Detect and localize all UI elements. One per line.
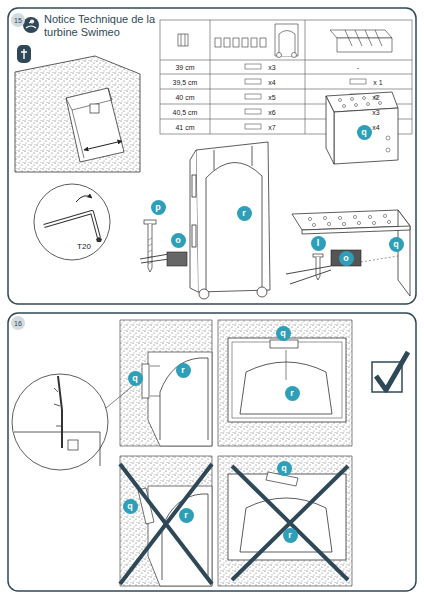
table-cell: x6 — [268, 109, 275, 116]
callout-letter: p — [151, 200, 166, 215]
callout-letter: r — [237, 206, 252, 221]
table-cell: 39,5 cm — [173, 79, 198, 86]
callout-text: r — [290, 389, 294, 398]
callout-letter: q — [357, 125, 372, 140]
callout-text: r — [184, 511, 188, 520]
callout-letter: o — [339, 251, 354, 266]
table-cell: x5 — [268, 94, 275, 101]
callout-text: q — [361, 128, 367, 137]
callout-letter: r — [283, 528, 298, 543]
callout-text: q — [393, 240, 399, 249]
callout-letter: r — [179, 508, 194, 523]
table-cell: 39 cm — [175, 64, 194, 71]
step-number: 15 — [11, 13, 25, 27]
table-cell: 41 cm — [175, 124, 194, 131]
table-cell: x2 — [372, 94, 379, 101]
callout-text: r — [288, 531, 292, 540]
callout-letter: r — [285, 386, 300, 401]
table-cell: x3 — [372, 109, 379, 116]
callout-letter: q — [277, 461, 292, 476]
callout-text: q — [132, 374, 138, 383]
callout-letter: l — [311, 236, 326, 251]
table-cell: 40,5 cm — [173, 109, 198, 116]
table-cell: x7 — [268, 124, 275, 131]
callout-letter: q — [123, 499, 138, 514]
table-cell: x4 — [372, 124, 379, 131]
callout-letter: q — [128, 371, 143, 386]
callout-letter: q — [389, 237, 404, 252]
callout-text: r — [242, 209, 246, 218]
page-title: Notice Technique de la turbine Swimeo — [44, 13, 158, 39]
table-cell: 40 cm — [175, 94, 194, 101]
callout-letter: o — [171, 233, 186, 248]
table-cell: x4 — [268, 79, 275, 86]
callout-text: q — [281, 464, 287, 473]
tool-size: T20 — [77, 243, 91, 251]
callout-text: 15 — [14, 17, 22, 24]
callout-text: q — [280, 329, 286, 338]
table-cell: - — [357, 64, 359, 71]
callout-text: 16 — [14, 320, 22, 327]
callout-text: q — [127, 502, 133, 511]
table-cell: x3 — [268, 64, 275, 71]
callout-text: l — [317, 239, 320, 248]
callout-letter: r — [176, 363, 191, 378]
callout-letter: q — [276, 326, 291, 341]
callout-text: o — [343, 254, 349, 263]
callout-text: p — [155, 203, 161, 212]
step-number: 16 — [11, 316, 25, 330]
callout-text: r — [181, 366, 185, 375]
callout-text: o — [175, 236, 181, 245]
table-cell: x 1 — [373, 79, 382, 86]
